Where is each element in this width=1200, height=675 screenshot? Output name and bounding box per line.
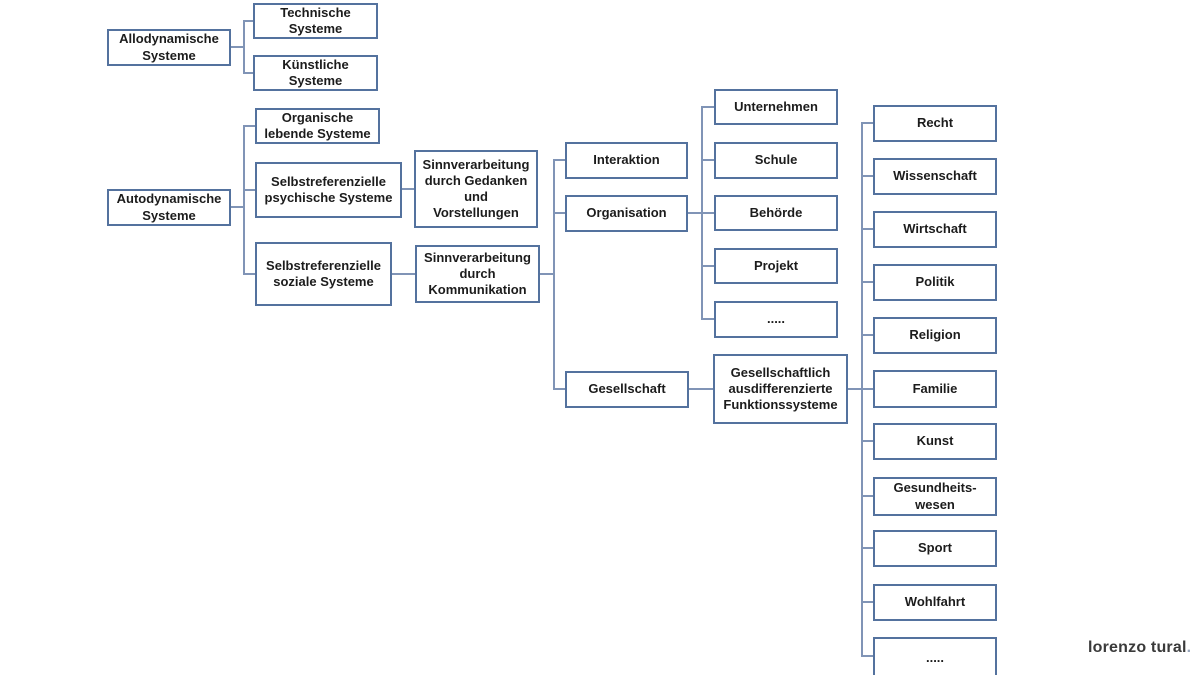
node-label: Kunst bbox=[916, 433, 954, 449]
connector-line bbox=[689, 388, 713, 390]
watermark-name: lorenzo tural bbox=[1088, 639, 1187, 656]
connector-line bbox=[243, 125, 245, 275]
node-funktionssysteme: Gesellschaftlich ausdifferenzierte Funkt… bbox=[713, 354, 848, 424]
node-label: Gesellschaftlich ausdifferenzierte Funkt… bbox=[723, 364, 838, 413]
connector-line bbox=[402, 188, 414, 190]
connector-line bbox=[861, 334, 873, 336]
node-label: Interaktion bbox=[593, 152, 660, 168]
node-selbstreferenzielle-psychische-systeme: Selbstreferenzielle psychische Systeme bbox=[255, 162, 402, 218]
connector-line bbox=[540, 273, 553, 275]
node-label: Unternehmen bbox=[734, 98, 818, 114]
node-sinnverarbeitung-kommunikation: Sinnverarbeitung durch Kommunikation bbox=[415, 245, 540, 303]
node-label: Selbstreferenzielle psychische Systeme bbox=[264, 173, 393, 205]
node-label: Autodynamische Systeme bbox=[116, 191, 222, 223]
connector-line bbox=[243, 273, 255, 275]
node-label: Wirtschaft bbox=[903, 221, 967, 237]
connector-line bbox=[861, 655, 873, 657]
node-selbstreferenzielle-soziale-systeme: Selbstreferenzielle soziale Systeme bbox=[255, 242, 392, 306]
node-schule: Schule bbox=[714, 142, 838, 179]
node-label: Recht bbox=[916, 115, 954, 131]
node-kuenstliche-systeme: Künstliche Systeme bbox=[253, 55, 378, 91]
node-politik: Politik bbox=[873, 264, 997, 301]
connector-line bbox=[861, 547, 873, 549]
node-organische-lebende-systeme: Organische lebende Systeme bbox=[255, 108, 380, 144]
connector-line bbox=[553, 159, 555, 390]
connector-line bbox=[231, 206, 243, 208]
connector-line bbox=[231, 46, 243, 48]
node-label: Gesundheits- wesen bbox=[893, 480, 977, 512]
connector-line bbox=[243, 189, 255, 191]
connector-line bbox=[861, 495, 873, 497]
node-label: Wissenschaft bbox=[893, 168, 977, 184]
node-label: Organisation bbox=[586, 205, 667, 221]
node-gesundheitswesen: Gesundheits- wesen bbox=[873, 477, 997, 516]
connector-line bbox=[861, 440, 873, 442]
connector-line bbox=[392, 273, 415, 275]
node-label: ..... bbox=[925, 649, 945, 665]
node-label: Politik bbox=[915, 274, 955, 290]
node-sinnverarbeitung-gedanken: Sinnverarbeitung durch Gedanken und Vors… bbox=[414, 150, 538, 228]
connector-line bbox=[688, 212, 701, 214]
node-label: Technische Systeme bbox=[280, 4, 351, 36]
node-label: Wohlfahrt bbox=[904, 594, 966, 610]
node-projekt: Projekt bbox=[714, 248, 838, 284]
node-organisation: Organisation bbox=[565, 195, 688, 232]
node-wirtschaft: Wirtschaft bbox=[873, 211, 997, 248]
node-unternehmen: Unternehmen bbox=[714, 89, 838, 125]
node-label: Sport bbox=[918, 540, 952, 556]
node-wissenschaft: Wissenschaft bbox=[873, 158, 997, 195]
node-label: Organische lebende Systeme bbox=[264, 109, 371, 141]
watermark-dot: . bbox=[1186, 639, 1192, 656]
connector-line bbox=[243, 72, 253, 74]
node-recht: Recht bbox=[873, 105, 997, 142]
watermark: lorenzo tural. bbox=[1088, 639, 1191, 657]
node-label: Künstliche Systeme bbox=[282, 56, 349, 88]
connector-line bbox=[861, 175, 873, 177]
node-allodynamische-systeme: Allodynamische Systeme bbox=[107, 29, 231, 66]
connector-line bbox=[553, 388, 565, 390]
connector-line bbox=[243, 125, 255, 127]
connector-line bbox=[553, 212, 565, 214]
connector-line bbox=[701, 212, 714, 214]
node-religion: Religion bbox=[873, 317, 997, 354]
connector-line bbox=[243, 20, 245, 74]
node-label: Religion bbox=[909, 327, 961, 343]
node-familie: Familie bbox=[873, 370, 997, 408]
connector-line bbox=[701, 265, 714, 267]
node-kunst: Kunst bbox=[873, 423, 997, 460]
node-label: Allodynamische Systeme bbox=[119, 31, 219, 63]
connector-line bbox=[861, 228, 873, 230]
node-technische-systeme: Technische Systeme bbox=[253, 3, 378, 39]
connector-line bbox=[553, 159, 565, 161]
node-label: Behörde bbox=[749, 204, 803, 220]
node-label: Familie bbox=[912, 380, 958, 396]
node-label: Sinnverarbeitung durch Gedanken und Vors… bbox=[422, 156, 530, 221]
connector-line bbox=[243, 20, 253, 22]
node-autodynamische-systeme: Autodynamische Systeme bbox=[107, 189, 231, 226]
connector-line bbox=[701, 159, 714, 161]
node-behoerde: Behörde bbox=[714, 195, 838, 231]
node-label: ..... bbox=[766, 311, 786, 327]
node-gesellschaft: Gesellschaft bbox=[565, 371, 689, 408]
node-funktionssysteme-weitere: ..... bbox=[873, 637, 997, 675]
node-organisation-weitere: ..... bbox=[714, 301, 838, 338]
node-label: Gesellschaft bbox=[588, 381, 666, 397]
connector-line bbox=[848, 388, 861, 390]
node-label: Projekt bbox=[753, 257, 799, 273]
node-label: Selbstreferenzielle soziale Systeme bbox=[266, 257, 381, 289]
connector-line bbox=[861, 281, 873, 283]
connector-line bbox=[861, 122, 873, 124]
node-interaktion: Interaktion bbox=[565, 142, 688, 179]
connector-line bbox=[701, 106, 714, 108]
node-label: Schule bbox=[754, 152, 798, 168]
node-sport: Sport bbox=[873, 530, 997, 567]
node-wohlfahrt: Wohlfahrt bbox=[873, 584, 997, 621]
connector-line bbox=[861, 388, 873, 390]
connector-line bbox=[861, 601, 873, 603]
connector-line bbox=[701, 318, 714, 320]
node-label: Sinnverarbeitung durch Kommunikation bbox=[424, 249, 531, 298]
